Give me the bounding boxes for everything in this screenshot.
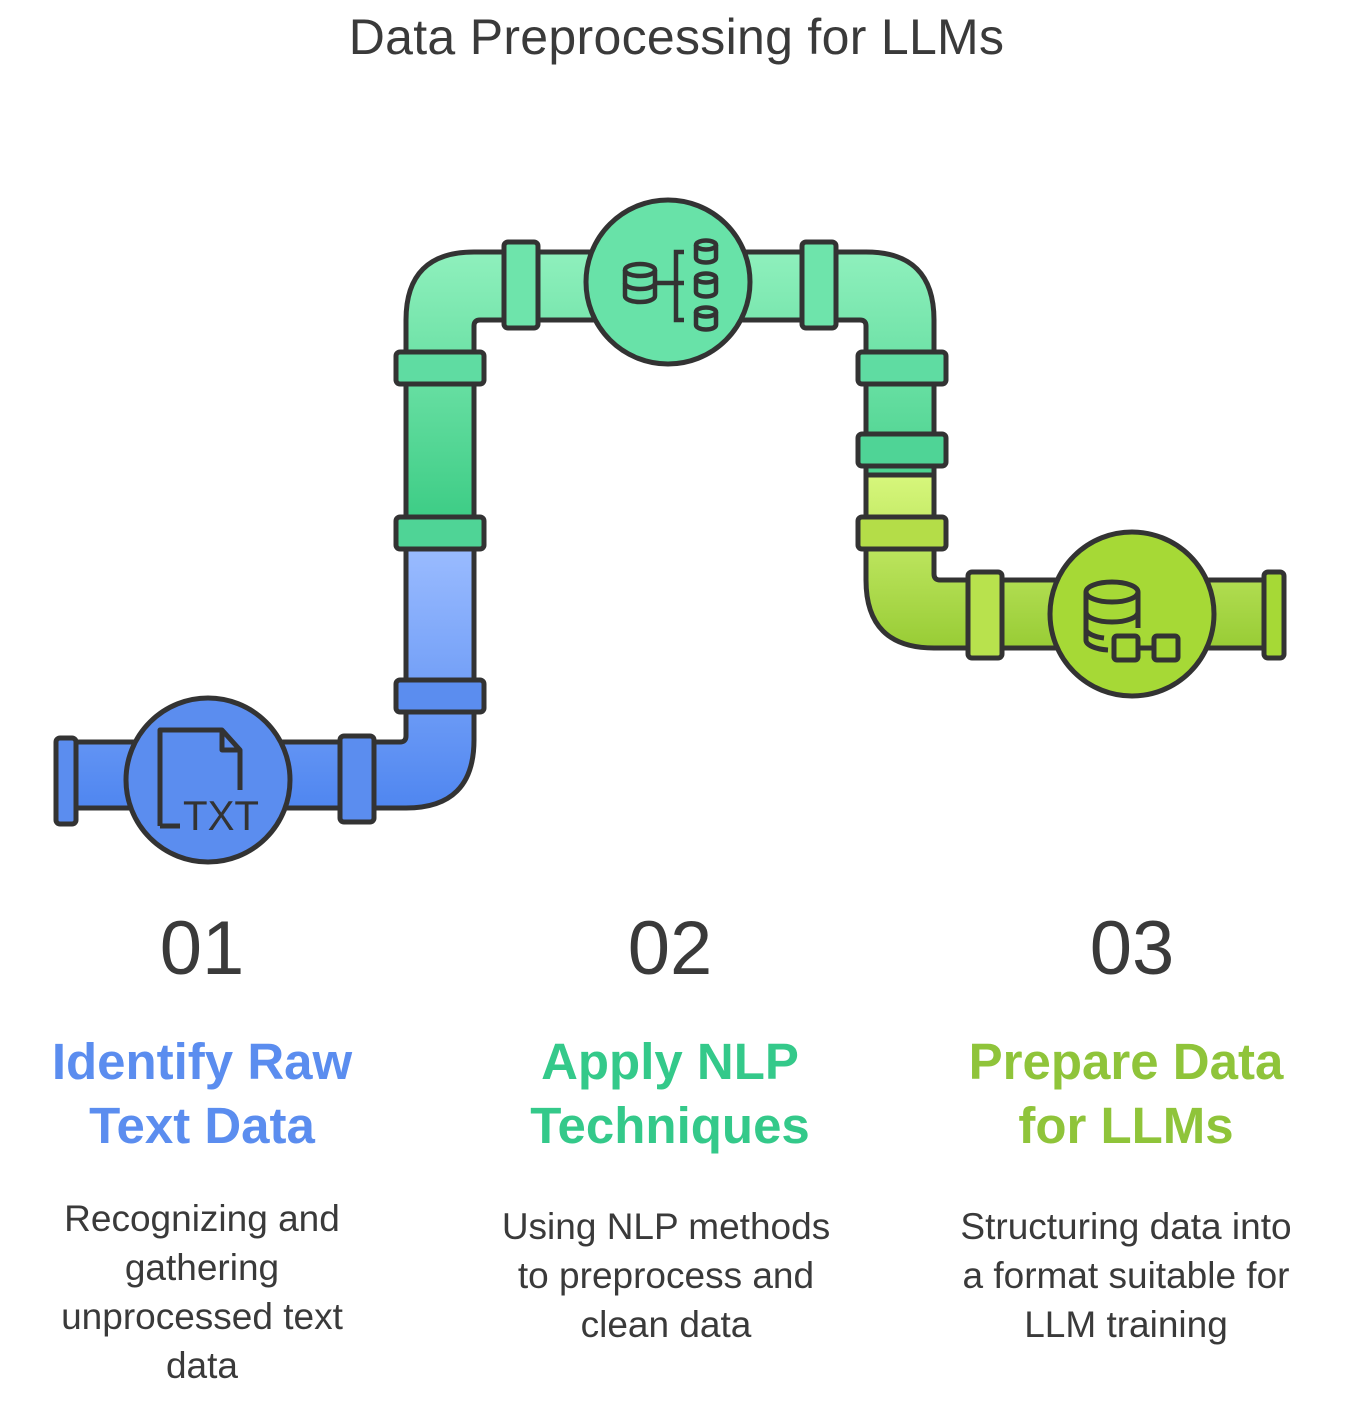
pipe-coupling	[337, 733, 377, 825]
step-1-title-line1: Identify Raw	[51, 1033, 353, 1090]
step-1-title: Identify Raw Text Data	[0, 1030, 412, 1158]
pipe-coupling	[965, 569, 1005, 661]
step-3-node	[1047, 529, 1217, 699]
txt-icon-label: TXT	[183, 792, 259, 839]
step-3-title-line1: Prepare Data	[968, 1033, 1284, 1090]
step-3-title: Prepare Data for LLMs	[916, 1030, 1336, 1158]
step-1-description: Recognizing and gathering unprocessed te…	[61, 1198, 343, 1386]
pipe-coupling	[855, 514, 949, 552]
database-blocks-icon	[1083, 579, 1181, 663]
step-1-title-line2: Text Data	[89, 1097, 315, 1154]
step-3-title-line2: for LLMs	[1018, 1097, 1234, 1154]
txt-file-icon: TXT	[157, 727, 259, 839]
step-1-node	[123, 695, 293, 865]
step-2-number: 02	[627, 906, 713, 991]
pipe-coupling	[799, 239, 839, 331]
step-3-description: Structuring data into a format suitable …	[960, 1206, 1292, 1345]
step-2-title: Apply NLP Techniques	[460, 1030, 880, 1158]
database-tree-icon	[622, 238, 719, 332]
pipe-coupling	[855, 431, 949, 469]
step-3-number: 03	[1089, 906, 1175, 991]
step-2-title-line2: Techniques	[530, 1097, 810, 1154]
pipe-coupling	[393, 514, 487, 552]
pipe-end-cap-left	[53, 735, 79, 827]
diagram-title: Data Preprocessing for LLMs	[348, 9, 1005, 65]
pipe-coupling	[393, 677, 487, 715]
pipeline-graphic: TXT	[53, 197, 1287, 865]
step-2-title-line1: Apply NLP	[541, 1033, 799, 1090]
step-1-number: 01	[159, 906, 245, 991]
step-2-description: Using NLP methods to preprocess and clea…	[501, 1206, 831, 1345]
pipe-coupling	[501, 239, 541, 331]
pipe-end-cap-right	[1261, 569, 1287, 661]
pipe-coupling	[393, 349, 487, 387]
pipe-coupling	[855, 349, 949, 387]
